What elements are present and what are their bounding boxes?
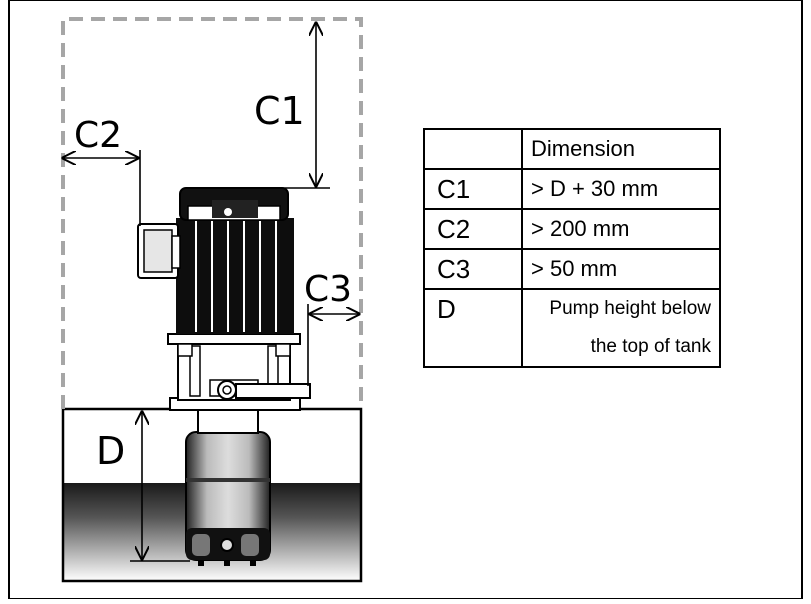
row-c2-symbol: C2	[423, 208, 523, 250]
label-c2: C2	[74, 115, 123, 156]
label-d: D	[96, 429, 126, 473]
label-c1: C1	[254, 89, 305, 133]
row-d-symbol: D	[423, 288, 523, 368]
row-c1-value: > D + 30 mm	[521, 168, 721, 210]
row-d-value-line-1: Pump height below	[549, 298, 711, 319]
table-header-dimension: Dimension	[521, 128, 721, 170]
dimension-c3	[307, 304, 359, 386]
pump-discharge-outlet	[235, 383, 311, 399]
table-row: C2 > 200 mm	[423, 208, 721, 250]
dimension-d	[130, 412, 190, 562]
row-c3-value: > 50 mm	[521, 248, 721, 290]
row-c2-value: > 200 mm	[521, 208, 721, 250]
label-c3: C3	[304, 269, 353, 310]
dimension-c1	[262, 23, 330, 189]
row-d-value: Pump height below the top of tank	[521, 288, 721, 368]
pump	[137, 187, 311, 566]
row-d-value-line-2: the top of tank	[590, 336, 711, 357]
table-row: C3 > 50 mm	[423, 248, 721, 290]
table-header-symbol	[423, 128, 523, 170]
table-header-row: Dimension	[423, 128, 721, 170]
clearance-zone-outline	[61, 17, 363, 409]
table-row: C1 > D + 30 mm	[423, 168, 721, 210]
row-c1-symbol: C1	[423, 168, 523, 210]
table-row: D Pump height below the top of tank	[423, 288, 721, 368]
dimension-c2	[63, 150, 141, 226]
clearance-dimension-table: Dimension C1 > D + 30 mm C2 > 200 mm C3 …	[423, 128, 721, 368]
row-c3-symbol: C3	[423, 248, 523, 290]
